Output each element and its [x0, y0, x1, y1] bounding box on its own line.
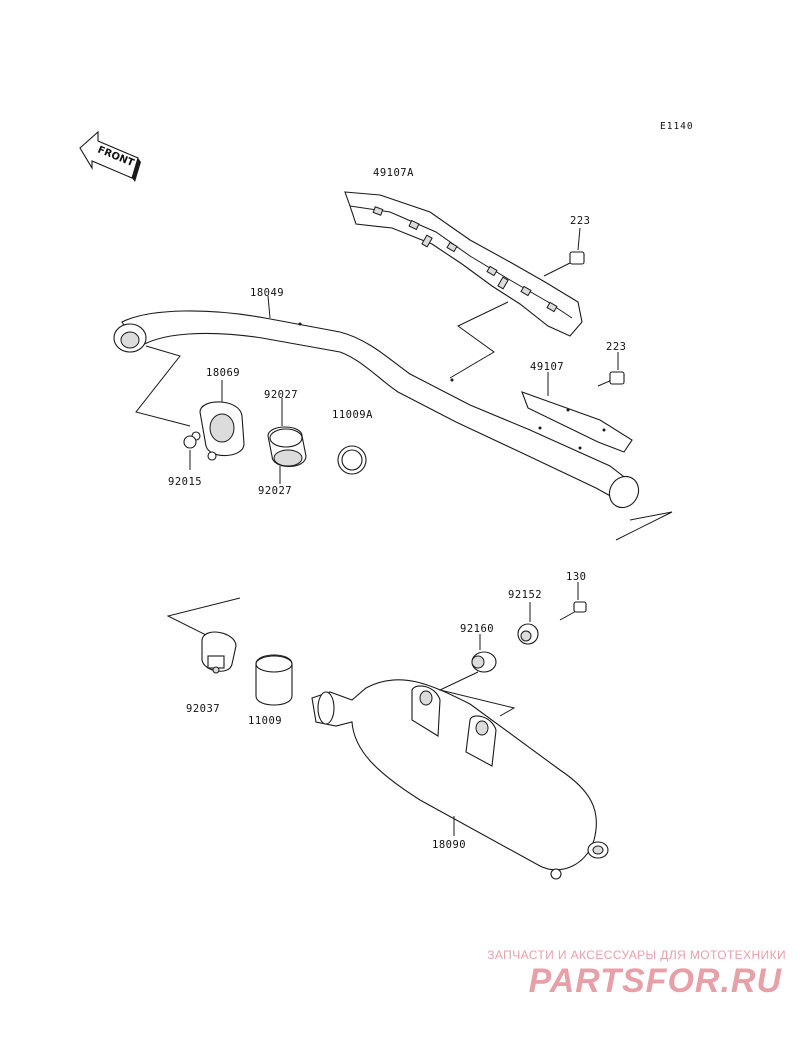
- label-18069: 18069: [206, 367, 240, 379]
- collar-drawing: [267, 398, 307, 484]
- label-92152: 92152: [508, 589, 542, 601]
- label-92015: 92015: [168, 476, 202, 488]
- label-49107A: 49107A: [373, 167, 414, 179]
- bolt-lower-drawing: [597, 352, 625, 387]
- front-arrow-icon: FRONT: [79, 130, 141, 182]
- gasket-drawing: [255, 654, 293, 706]
- label-18049: 18049: [250, 287, 284, 299]
- label-92027-top: 92027: [264, 389, 298, 401]
- clamp-connector-line: [166, 597, 241, 641]
- flanged-bolt-drawing: [559, 582, 587, 621]
- nut-drawing: [183, 435, 197, 470]
- guard-connector-line: [449, 301, 509, 379]
- damper-drawing: [471, 634, 497, 673]
- clamp-drawing: [201, 631, 237, 674]
- label-92027-bottom: 92027: [258, 485, 292, 497]
- label-223-lower: 223: [606, 341, 626, 353]
- collar-muffler-drawing: [517, 602, 539, 645]
- label-130: 130: [566, 571, 586, 583]
- label-11009A: 11009A: [332, 409, 373, 421]
- ref-code: E1140: [660, 121, 694, 132]
- label-92160: 92160: [460, 623, 494, 635]
- label-223-upper: 223: [570, 215, 590, 227]
- label-92037: 92037: [186, 703, 220, 715]
- watermark-tagline: ЗАПЧАСТИ И АКСЕССУАРЫ ДЛЯ МОТОТЕХНИКИ: [487, 948, 786, 962]
- heat-guard-lower-drawing: [521, 372, 633, 453]
- bolt-upper-drawing: [543, 227, 585, 277]
- muffler-drawing: [311, 671, 609, 880]
- pipe-holder-drawing: [135, 345, 245, 461]
- label-49107: 49107: [530, 361, 564, 373]
- watermark-logo: PARTSFOR.RU: [528, 962, 782, 1000]
- label-18090: 18090: [432, 839, 466, 851]
- heat-guard-upper-drawing: [344, 191, 583, 337]
- gasket-a-drawing: [337, 445, 367, 475]
- exhaust-pipe-drawing: [113, 295, 673, 541]
- label-11009: 11009: [248, 715, 282, 727]
